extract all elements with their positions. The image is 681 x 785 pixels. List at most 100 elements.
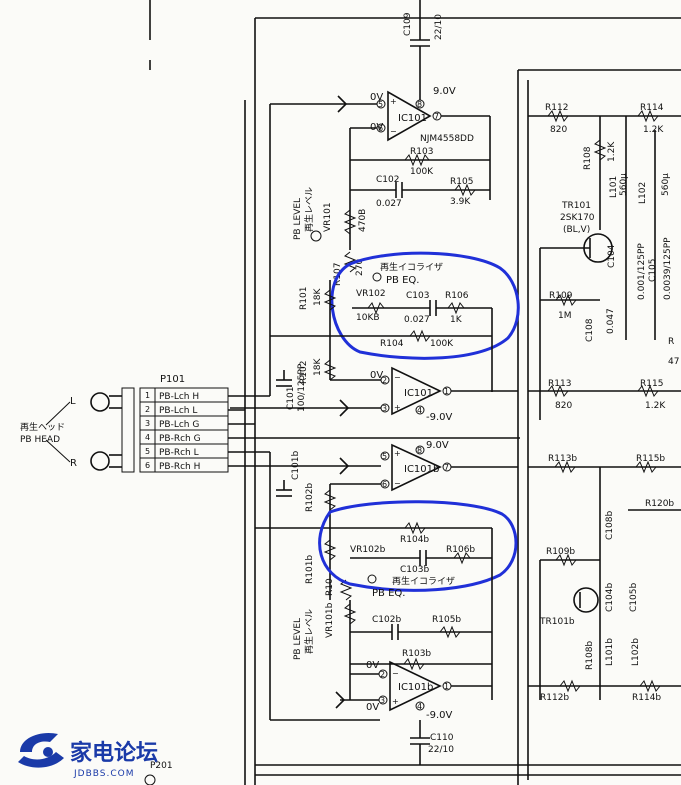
- zero-v-1: 0V: [370, 92, 383, 103]
- svg-text:18K: 18K: [313, 358, 323, 376]
- svg-text:0V: 0V: [366, 660, 379, 671]
- svg-text:R105b: R105b: [432, 615, 461, 625]
- svg-text:R113b: R113b: [548, 454, 577, 464]
- svg-text:VR101b: VR101b: [325, 602, 335, 638]
- svg-text:L102b: L102b: [631, 638, 641, 666]
- ic-d-vminus: -9.0V: [426, 710, 453, 721]
- svg-text:18K: 18K: [313, 288, 323, 306]
- svg-text:2SK170: 2SK170: [560, 213, 595, 223]
- p101-pin-number: 3: [145, 419, 150, 428]
- p101-pin-number: 4: [145, 433, 150, 442]
- svg-text:R102: R102: [299, 361, 309, 384]
- svg-text:R105: R105: [450, 177, 473, 187]
- head-en: PB HEAD: [20, 435, 60, 445]
- svg-text:R103: R103: [410, 147, 433, 157]
- svg-text:再生イコライザ: 再生イコライザ: [380, 261, 443, 273]
- svg-text:1.2K: 1.2K: [643, 125, 664, 135]
- svg-text:R115: R115: [640, 379, 663, 389]
- svg-text:PB LEVEL: PB LEVEL: [293, 618, 303, 660]
- svg-text:C105b: C105b: [629, 583, 639, 612]
- svg-text:5: 5: [382, 452, 387, 461]
- svg-text:L101b: L101b: [605, 638, 615, 666]
- c109-label: C109: [403, 12, 413, 36]
- c110: C110 22/10: [410, 720, 454, 765]
- p101-pin-name: PB-Rch G: [159, 434, 201, 444]
- svg-text:−: −: [394, 373, 401, 382]
- right-section-bottom: C108b R109b TR101b C104b C105b L101b L10…: [528, 511, 681, 703]
- svg-text:R102b: R102b: [305, 483, 315, 512]
- p101-pin-number: 1: [145, 391, 150, 400]
- svg-text:6: 6: [378, 124, 383, 133]
- svg-text:2: 2: [380, 670, 385, 679]
- svg-text:0.027: 0.027: [376, 199, 402, 209]
- svg-text:R113: R113: [548, 379, 571, 389]
- svg-text:PB EQ.: PB EQ.: [386, 275, 419, 286]
- svg-text:R109: R109: [549, 291, 573, 301]
- svg-text:8: 8: [417, 100, 422, 109]
- svg-text:10KB: 10KB: [356, 313, 380, 323]
- svg-text:R106b: R106b: [446, 545, 475, 555]
- svg-text:R108: R108: [583, 146, 593, 170]
- svg-text:+: +: [392, 697, 399, 706]
- top-feedback: R103 100K C102 0.027 R105 3.9K: [349, 128, 490, 250]
- svg-text:C103: C103: [406, 291, 429, 301]
- svg-text:1M: 1M: [558, 311, 572, 321]
- p101-pin-name: PB-Lch G: [159, 420, 199, 430]
- ic-b-ref: IC101: [404, 388, 433, 399]
- c110-label: C110: [430, 733, 454, 743]
- svg-text:再生レベル: 再生レベル: [303, 609, 315, 654]
- head-r: R: [70, 458, 77, 469]
- svg-text:TR101: TR101: [561, 201, 591, 211]
- svg-text:C108b: C108b: [605, 511, 615, 540]
- svg-text:+: +: [394, 449, 401, 458]
- svg-text:+: +: [390, 97, 397, 106]
- svg-text:820: 820: [555, 401, 572, 411]
- logo-mark-icon: [20, 732, 58, 752]
- svg-text:PB EQ.: PB EQ.: [372, 588, 405, 599]
- vr101: VR101 470B R107 270 PB LEVEL 再生レベル: [293, 187, 368, 286]
- svg-text:C103b: C103b: [400, 565, 429, 575]
- svg-text:R108b: R108b: [585, 641, 595, 670]
- svg-text:3: 3: [380, 696, 385, 705]
- svg-text:VR102b: VR102b: [350, 545, 386, 555]
- ic101b-bottom: − + IC101b 2 3 1 4 0V 0V -9.0V: [270, 660, 492, 721]
- p101-pin-number: 5: [145, 447, 150, 456]
- svg-text:6: 6: [382, 480, 387, 489]
- ic-a-part: NJM4558DD: [420, 134, 474, 144]
- ic-c-vplus: 9.0V: [426, 440, 449, 451]
- svg-text:560μ: 560μ: [619, 173, 629, 196]
- svg-text:C102b: C102b: [372, 615, 401, 625]
- svg-text:7: 7: [434, 112, 439, 121]
- right-section-mid: R113 820 R115 1.2K R113b R115b R120b: [528, 379, 681, 700]
- svg-text:再生イコライザ: 再生イコライザ: [392, 575, 455, 587]
- c109-value: 22/10: [434, 14, 444, 40]
- svg-text:R114b: R114b: [632, 693, 661, 703]
- ic-b-vminus: -9.0V: [426, 412, 453, 423]
- svg-text:VR101: VR101: [323, 202, 333, 232]
- head-l: L: [70, 396, 76, 407]
- svg-text:820: 820: [550, 125, 567, 135]
- svg-text:R109b: R109b: [546, 547, 575, 557]
- svg-text:0V: 0V: [366, 702, 379, 713]
- svg-text:C104: C104: [607, 244, 617, 268]
- svg-text:R115b: R115b: [636, 454, 665, 464]
- svg-text:−: −: [394, 479, 401, 488]
- svg-text:C102: C102: [376, 175, 399, 185]
- svg-text:1K: 1K: [450, 315, 463, 325]
- pb-level-en: PB LEVEL: [293, 198, 303, 240]
- svg-text:(BL,V): (BL,V): [563, 225, 590, 235]
- site-logo: 家电论坛 JDBBS.COM: [18, 732, 158, 779]
- svg-text:560μ: 560μ: [661, 173, 671, 196]
- svg-text:C101: C101: [286, 387, 296, 410]
- svg-text:R112: R112: [545, 103, 568, 113]
- svg-text:0V: 0V: [370, 370, 383, 381]
- svg-text:270: 270: [355, 259, 365, 276]
- p101-name-cell: [154, 457, 229, 473]
- ic-d-ref: IC101b: [398, 682, 433, 693]
- svg-text:R104b: R104b: [400, 535, 429, 545]
- svg-text:47: 47: [668, 357, 679, 367]
- frame-lines: [149, 0, 681, 785]
- p101-pin-name: PB-Rch H: [159, 462, 200, 472]
